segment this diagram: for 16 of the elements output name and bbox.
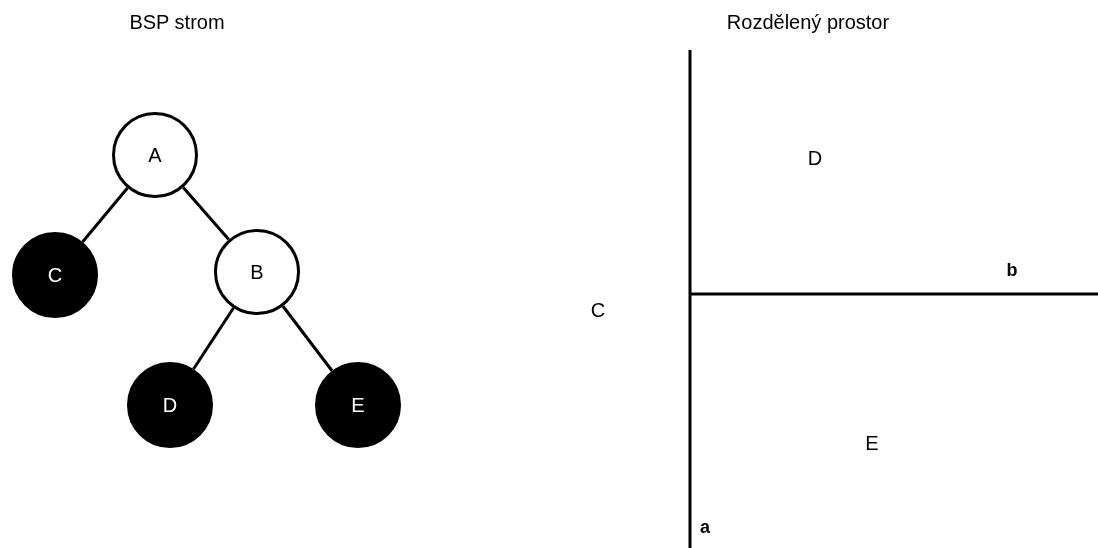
tree-edge (81, 187, 129, 243)
tree-edge (281, 305, 334, 372)
panel-title: Rozdělený prostor (726, 10, 890, 34)
tree-edge (192, 307, 235, 370)
node-label: B (250, 260, 264, 284)
node-label: D (162, 393, 178, 417)
region-label: C (590, 298, 606, 322)
plane-label: a (700, 516, 710, 538)
tree-edge (182, 186, 230, 241)
node-label: C (47, 263, 63, 287)
panel-title: BSP strom (129, 10, 225, 34)
node-label: A (148, 143, 162, 167)
plane-label: b (1006, 259, 1018, 281)
region-label: E (865, 431, 879, 455)
node-label: E (351, 393, 365, 417)
region-label: D (807, 146, 823, 170)
